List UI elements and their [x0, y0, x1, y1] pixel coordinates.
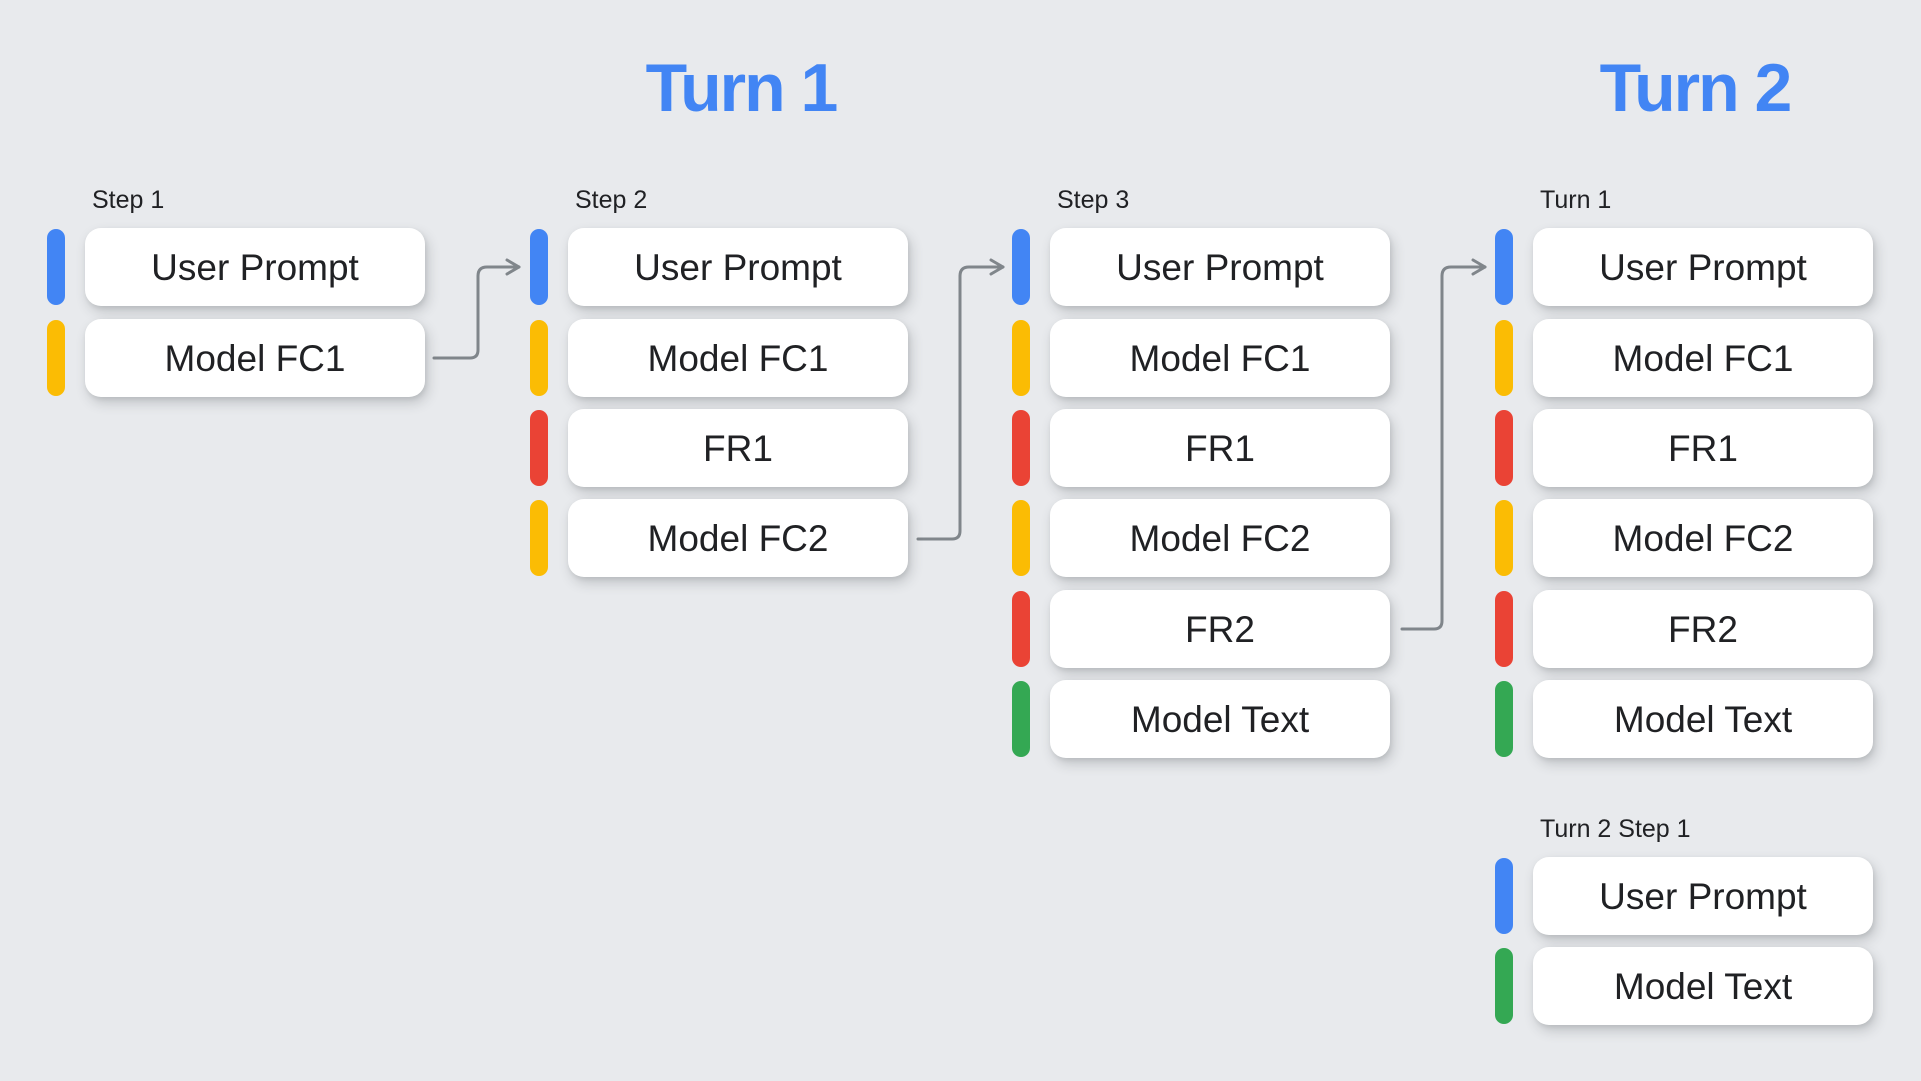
message-card: FR2: [1050, 590, 1390, 668]
function-response-bar: [1495, 591, 1513, 667]
message-card: User Prompt: [568, 228, 908, 306]
flow-arrow-step3-to-turn1: [1400, 258, 1487, 631]
message-card: User Prompt: [1050, 228, 1390, 306]
user-prompt-bar: [530, 229, 548, 305]
user-prompt-bar: [47, 229, 65, 305]
group-label-turn-2-step-1: Turn 2 Step 1: [1540, 815, 1691, 843]
user-prompt-bar: [1495, 858, 1513, 934]
message-card: Model FC2: [1533, 499, 1873, 577]
message-card: Model Text: [1533, 680, 1873, 758]
model-text-bar: [1495, 948, 1513, 1024]
group-label-step-3: Step 3: [1057, 186, 1130, 214]
flow-arrow-step1-to-step2: [432, 258, 521, 360]
group-label-turn-1: Turn 1: [1540, 186, 1612, 214]
turn-2-title: Turn 2: [1599, 50, 1793, 126]
message-card: Model FC2: [568, 499, 908, 577]
message-card: Model FC1: [1050, 319, 1390, 397]
user-prompt-bar: [1012, 229, 1030, 305]
model-function-call-bar: [1012, 320, 1030, 396]
message-card: User Prompt: [85, 228, 425, 306]
model-function-call-bar: [1495, 320, 1513, 396]
model-function-call-bar: [530, 320, 548, 396]
group-label-step-1: Step 1: [92, 186, 165, 214]
message-card: User Prompt: [1533, 228, 1873, 306]
model-function-call-bar: [1012, 500, 1030, 576]
model-text-bar: [1495, 681, 1513, 757]
model-function-call-bar: [47, 320, 65, 396]
message-card: User Prompt: [1533, 857, 1873, 935]
model-function-call-bar: [530, 500, 548, 576]
function-response-bar: [530, 410, 548, 486]
message-card: Model FC1: [85, 319, 425, 397]
flow-arrow-step2-to-step3: [916, 258, 1005, 541]
message-card: Model Text: [1533, 947, 1873, 1025]
function-response-bar: [1012, 591, 1030, 667]
function-response-bar: [1495, 410, 1513, 486]
model-text-bar: [1012, 681, 1030, 757]
message-card: Model FC1: [568, 319, 908, 397]
model-function-call-bar: [1495, 500, 1513, 576]
message-card: Model FC2: [1050, 499, 1390, 577]
user-prompt-bar: [1495, 229, 1513, 305]
turn-1-title: Turn 1: [645, 50, 839, 126]
group-label-step-2: Step 2: [575, 186, 648, 214]
message-card: Model Text: [1050, 680, 1390, 758]
message-card: Model FC1: [1533, 319, 1873, 397]
message-card: FR1: [1050, 409, 1390, 487]
function-response-bar: [1012, 410, 1030, 486]
message-card: FR1: [568, 409, 908, 487]
message-card: FR2: [1533, 590, 1873, 668]
message-card: FR1: [1533, 409, 1873, 487]
